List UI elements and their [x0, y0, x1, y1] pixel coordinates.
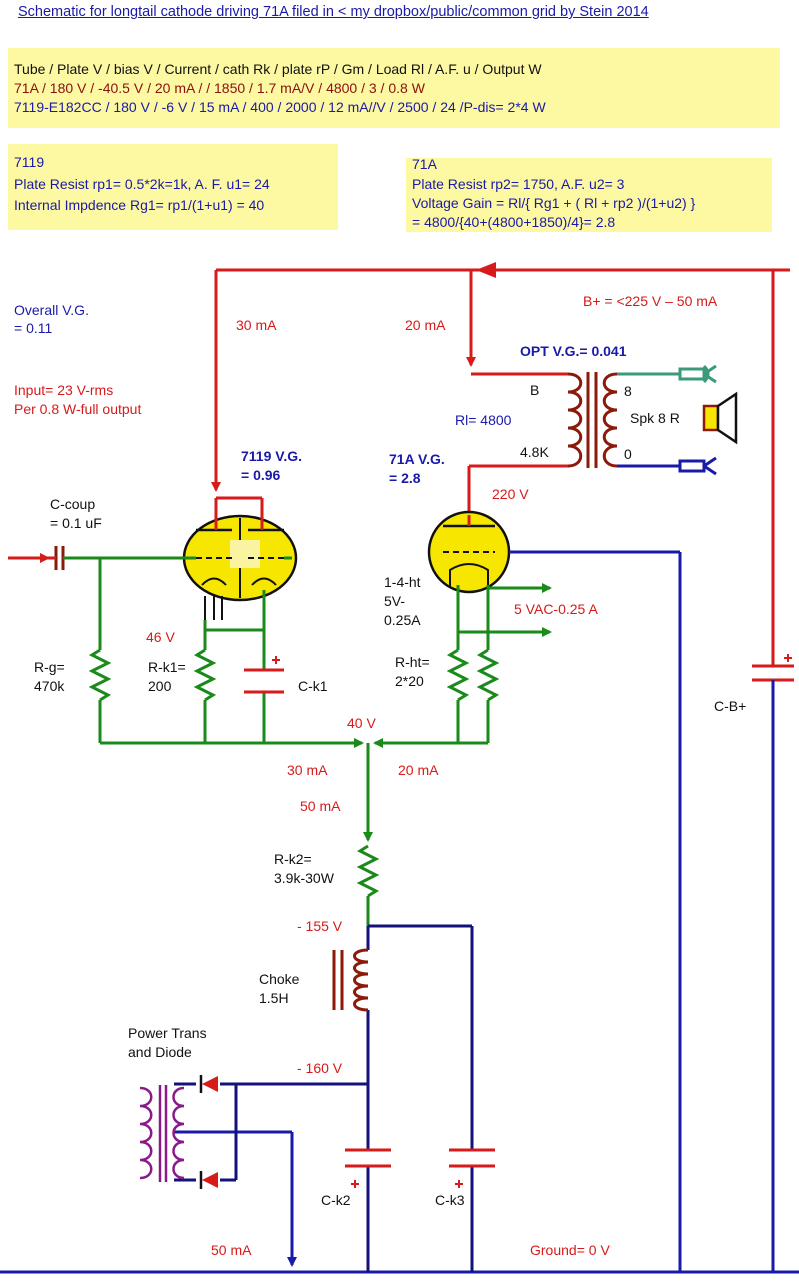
vg-7119-label-2: = 0.96 — [241, 467, 281, 483]
rg-label-2: 470k — [34, 678, 65, 694]
rk2-label-2: 3.9k-30W — [274, 870, 334, 886]
spec-table-box: Tube / Plate V / bias V / Current / cath… — [8, 48, 780, 128]
ck3-label: C-k3 — [435, 1192, 465, 1208]
current-20ma-top: 20 mA — [405, 317, 446, 333]
bplus-arrow — [476, 262, 496, 278]
i50-label: 50 mA — [300, 798, 341, 814]
info-71a-line2: Voltage Gain = Rl/{ Rg1 + ( Rl + rp2 )/(… — [412, 195, 696, 211]
i20-label: 20 mA — [398, 762, 439, 778]
ground-label: Ground= 0 V — [530, 1242, 610, 1258]
output-transformer — [567, 372, 680, 468]
tap-8-label: 8 — [624, 383, 632, 399]
resistor-rht-a — [446, 648, 470, 702]
choke-label-2: 1.5H — [259, 990, 289, 1006]
capacitor-ck1 — [244, 656, 284, 694]
ck2-label: C-k2 — [321, 1192, 351, 1208]
plate-220v-label: 220 V — [492, 486, 529, 502]
cbplus-label: C-B+ — [714, 698, 747, 714]
diode-bottom — [199, 1171, 218, 1189]
tube-7119 — [182, 498, 298, 620]
current-30ma-top: 30 mA — [236, 317, 277, 333]
rht-label-2: 2*20 — [395, 673, 424, 689]
info-box-71a: 71A Plate Resist rp2= 1750, A.F. u2= 3 V… — [406, 156, 772, 232]
speaker-connector-0 — [678, 456, 717, 476]
ccoup-label-1: C-coup — [50, 496, 96, 512]
rg-label-1: R-g= — [34, 659, 65, 675]
resistor-rht-b — [476, 648, 500, 702]
capacitor-ck3 — [449, 1148, 495, 1188]
power-trans-label-1: Power Trans — [128, 1025, 207, 1041]
rl-label: Rl= 4800 — [455, 412, 512, 428]
speaker-label: Spk 8 R — [630, 410, 680, 426]
power-transformer — [139, 1085, 185, 1182]
speaker-icon — [702, 391, 738, 445]
capacitor-ck2 — [345, 1148, 391, 1188]
supply-wiring — [174, 924, 474, 1272]
vg-71a-label-1: 71A V.G. — [389, 451, 445, 467]
rk1-label-2: 200 — [148, 678, 172, 694]
v160-label: - 160 V — [297, 1060, 343, 1076]
spec-row-71a: 71A / 180 V / -40.5 V / 20 mA / / 1850 /… — [14, 80, 425, 96]
ground-wiring — [0, 550, 799, 1274]
v155-label: - 155 V — [297, 918, 343, 934]
overall-vg-label-1: Overall V.G. — [14, 302, 89, 318]
vac-label: 5 VAC-0.25 A — [514, 601, 598, 617]
info-7119-line2: Internal Impdence Rg1= rp1/(1+u1) = 40 — [14, 197, 265, 213]
i30-label: 30 mA — [287, 762, 328, 778]
info-7119-line1: Plate Resist rp1= 0.5*2k=1k, A. F. u1= 2… — [14, 176, 270, 192]
info-71a-title: 71A — [412, 156, 437, 172]
info-7119-title: 7119 — [14, 154, 45, 170]
diode-top — [199, 1075, 218, 1093]
bplus-label: B+ = <225 V – 50 mA — [583, 293, 718, 309]
spec-table-header: Tube / Plate V / bias V / Current / cath… — [14, 61, 542, 77]
coupling-capacitor — [48, 546, 70, 570]
ccoup-label-2: = 0.1 uF — [50, 515, 102, 531]
choke-label-1: Choke — [259, 971, 300, 987]
choke-inductor — [332, 948, 369, 1012]
ck1-label: C-k1 — [298, 678, 328, 694]
resistor-rk2 — [356, 844, 380, 926]
input-label-2: Per 0.8 W-full output — [14, 401, 142, 417]
info-71a-line3: = 4800/{40+(4800+1850)/4}= 2.8 — [412, 214, 616, 230]
cathode-wiring — [98, 556, 552, 842]
v40-label: 40 V — [347, 715, 376, 731]
vg-7119-label-1: 7119 V.G. — [241, 448, 302, 464]
resistor-rg — [88, 648, 112, 702]
input-label-1: Input= 23 V-rms — [14, 382, 114, 398]
i50-bottom-label: 50 mA — [211, 1242, 252, 1258]
capacitor-cbplus — [752, 648, 794, 682]
tap-0-label: 0 — [624, 446, 632, 462]
info-71a-line1: Plate Resist rp2= 1750, A.F. u2= 3 — [412, 176, 625, 192]
rk2-label-1: R-k2= — [274, 851, 312, 867]
rk1-label-1: R-k1= — [148, 659, 186, 675]
v46-label: 46 V — [146, 629, 175, 645]
page-title[interactable]: Schematic for longtail cathode driving 7… — [18, 4, 649, 20]
tap-4k8-label: 4.8K — [520, 444, 549, 460]
rht-label-1: R-ht= — [395, 654, 430, 670]
heater-label-2: 5V- — [384, 593, 406, 609]
opt-vg-label: OPT V.G.= 0.041 — [520, 343, 627, 359]
info-box-7119: 7119 Plate Resist rp1= 0.5*2k=1k, A. F. … — [8, 144, 338, 230]
heater-label-1: 1-4-ht — [384, 574, 421, 590]
tube-71a — [427, 510, 511, 594]
bplus-wiring — [8, 268, 790, 648]
b-tap-label: B — [530, 382, 540, 398]
heater-label-3: 0.25A — [384, 612, 421, 628]
spec-row-7119: 7119-E182CC / 180 V / -6 V / 15 mA / 400… — [14, 99, 546, 115]
overall-vg-label-2: = 0.11 — [14, 320, 53, 336]
power-trans-label-2: and Diode — [128, 1044, 192, 1060]
vg-71a-label-2: = 2.8 — [389, 470, 421, 486]
speaker-connector-8 — [678, 364, 717, 384]
resistor-rk1 — [193, 648, 217, 702]
